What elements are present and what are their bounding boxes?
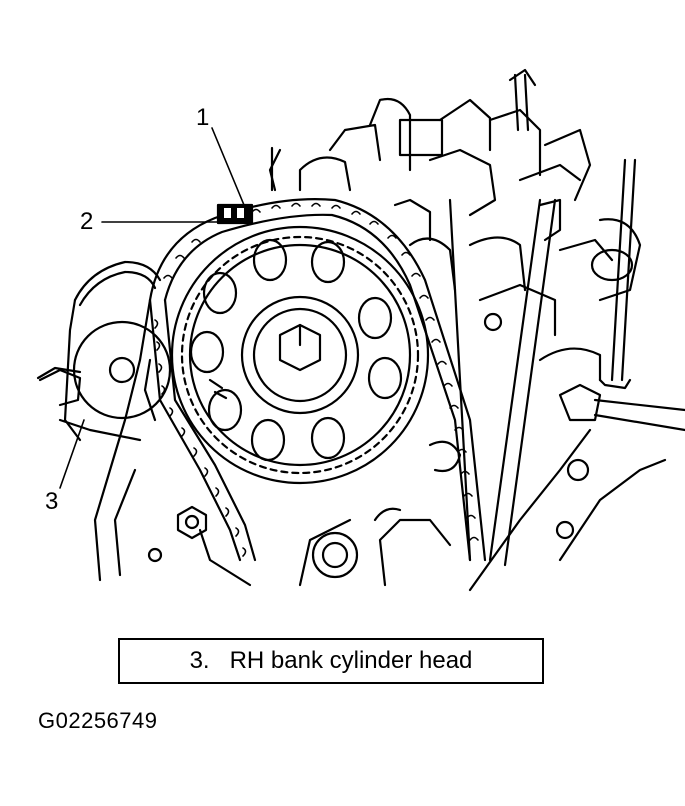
leader-lines — [59, 127, 245, 489]
caption-text: 3. RH bank cylinder head — [189, 647, 473, 674]
caption-box: 3. RH bank cylinder head — [118, 638, 544, 684]
figure-id: G02256749 — [38, 708, 158, 733]
hex-nut — [147, 505, 208, 563]
timing-mark — [216, 203, 254, 225]
cam-sprocket — [170, 225, 430, 485]
chain-tensioner — [36, 260, 172, 442]
cylinder-head-outline — [38, 298, 667, 592]
timing-chain-illustration — [36, 68, 685, 592]
callout-label-3: 3 — [45, 488, 59, 515]
leader-line-1 — [211, 127, 245, 206]
leader-line-3 — [59, 419, 85, 489]
head-detail — [268, 68, 685, 579]
timing-chain — [148, 198, 487, 562]
callout-label-2: 2 — [80, 208, 94, 235]
callout-label-1: 1 — [196, 104, 210, 131]
